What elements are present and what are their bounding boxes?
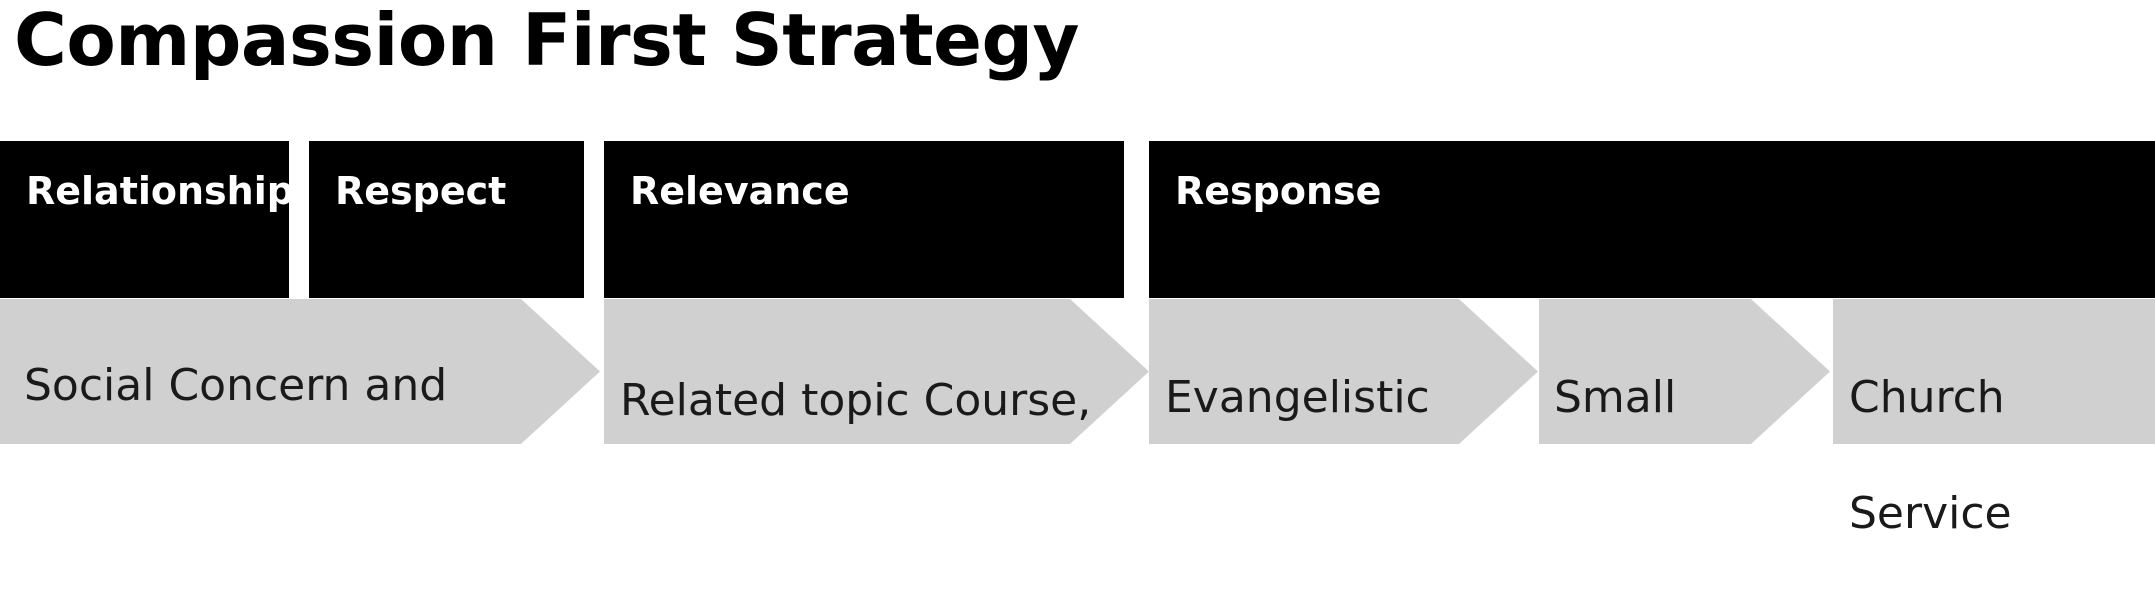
stage-small-group: Small Group xyxy=(1539,299,1830,444)
stage-related-topic-line-1: Related topic Course, xyxy=(620,375,1092,426)
stage-related-topic-text: Related topic Course, Talk or Small Grou… xyxy=(620,311,1091,611)
stage-church-service-text: Church Service xyxy=(1849,311,2012,601)
header-respect-label: Respect xyxy=(335,169,507,213)
stage-evangelistic-course: Evangelistic Course xyxy=(1149,299,1538,444)
stage-church-service-line-2: Service xyxy=(1849,488,2012,539)
stage-small-group-line-2: Group xyxy=(1554,488,1688,539)
stage-evangelistic-course-line-1: Evangelistic xyxy=(1165,372,1430,423)
header-response-label: Response xyxy=(1175,169,1382,213)
stage-evangelistic-course-line-2: Course xyxy=(1165,488,1319,539)
header-relevance: Relevance xyxy=(604,141,1124,298)
stage-church-service: Church Service xyxy=(1833,299,2155,539)
header-relevance-label: Relevance xyxy=(630,169,850,213)
header-response: Response xyxy=(1149,141,2155,298)
stage-related-topic-line-2: Talk or Small Group xyxy=(620,495,1048,546)
stage-social-concern-line-2: Family Life Ministries xyxy=(24,460,484,511)
header-respect: Respect xyxy=(309,141,584,298)
stage-social-concern-text: Social Concern and Family Life Ministrie… xyxy=(24,311,484,561)
stage-church-service-line-1: Church xyxy=(1849,372,2005,423)
stage-related-topic: Related topic Course, Talk or Small Grou… xyxy=(604,299,1149,444)
stage-evangelistic-course-text: Evangelistic Course xyxy=(1165,311,1430,601)
stage-social-concern: Social Concern and Family Life Ministrie… xyxy=(0,299,600,444)
stage-small-group-line-1: Small xyxy=(1554,372,1677,423)
diagram-title: Compassion First Strategy xyxy=(14,0,1079,82)
header-relationship-label: Relationship xyxy=(26,169,294,213)
stage-small-group-text: Small Group xyxy=(1554,311,1688,601)
header-relationship: Relationship xyxy=(0,141,294,298)
stage-social-concern-line-1: Social Concern and xyxy=(24,360,448,411)
